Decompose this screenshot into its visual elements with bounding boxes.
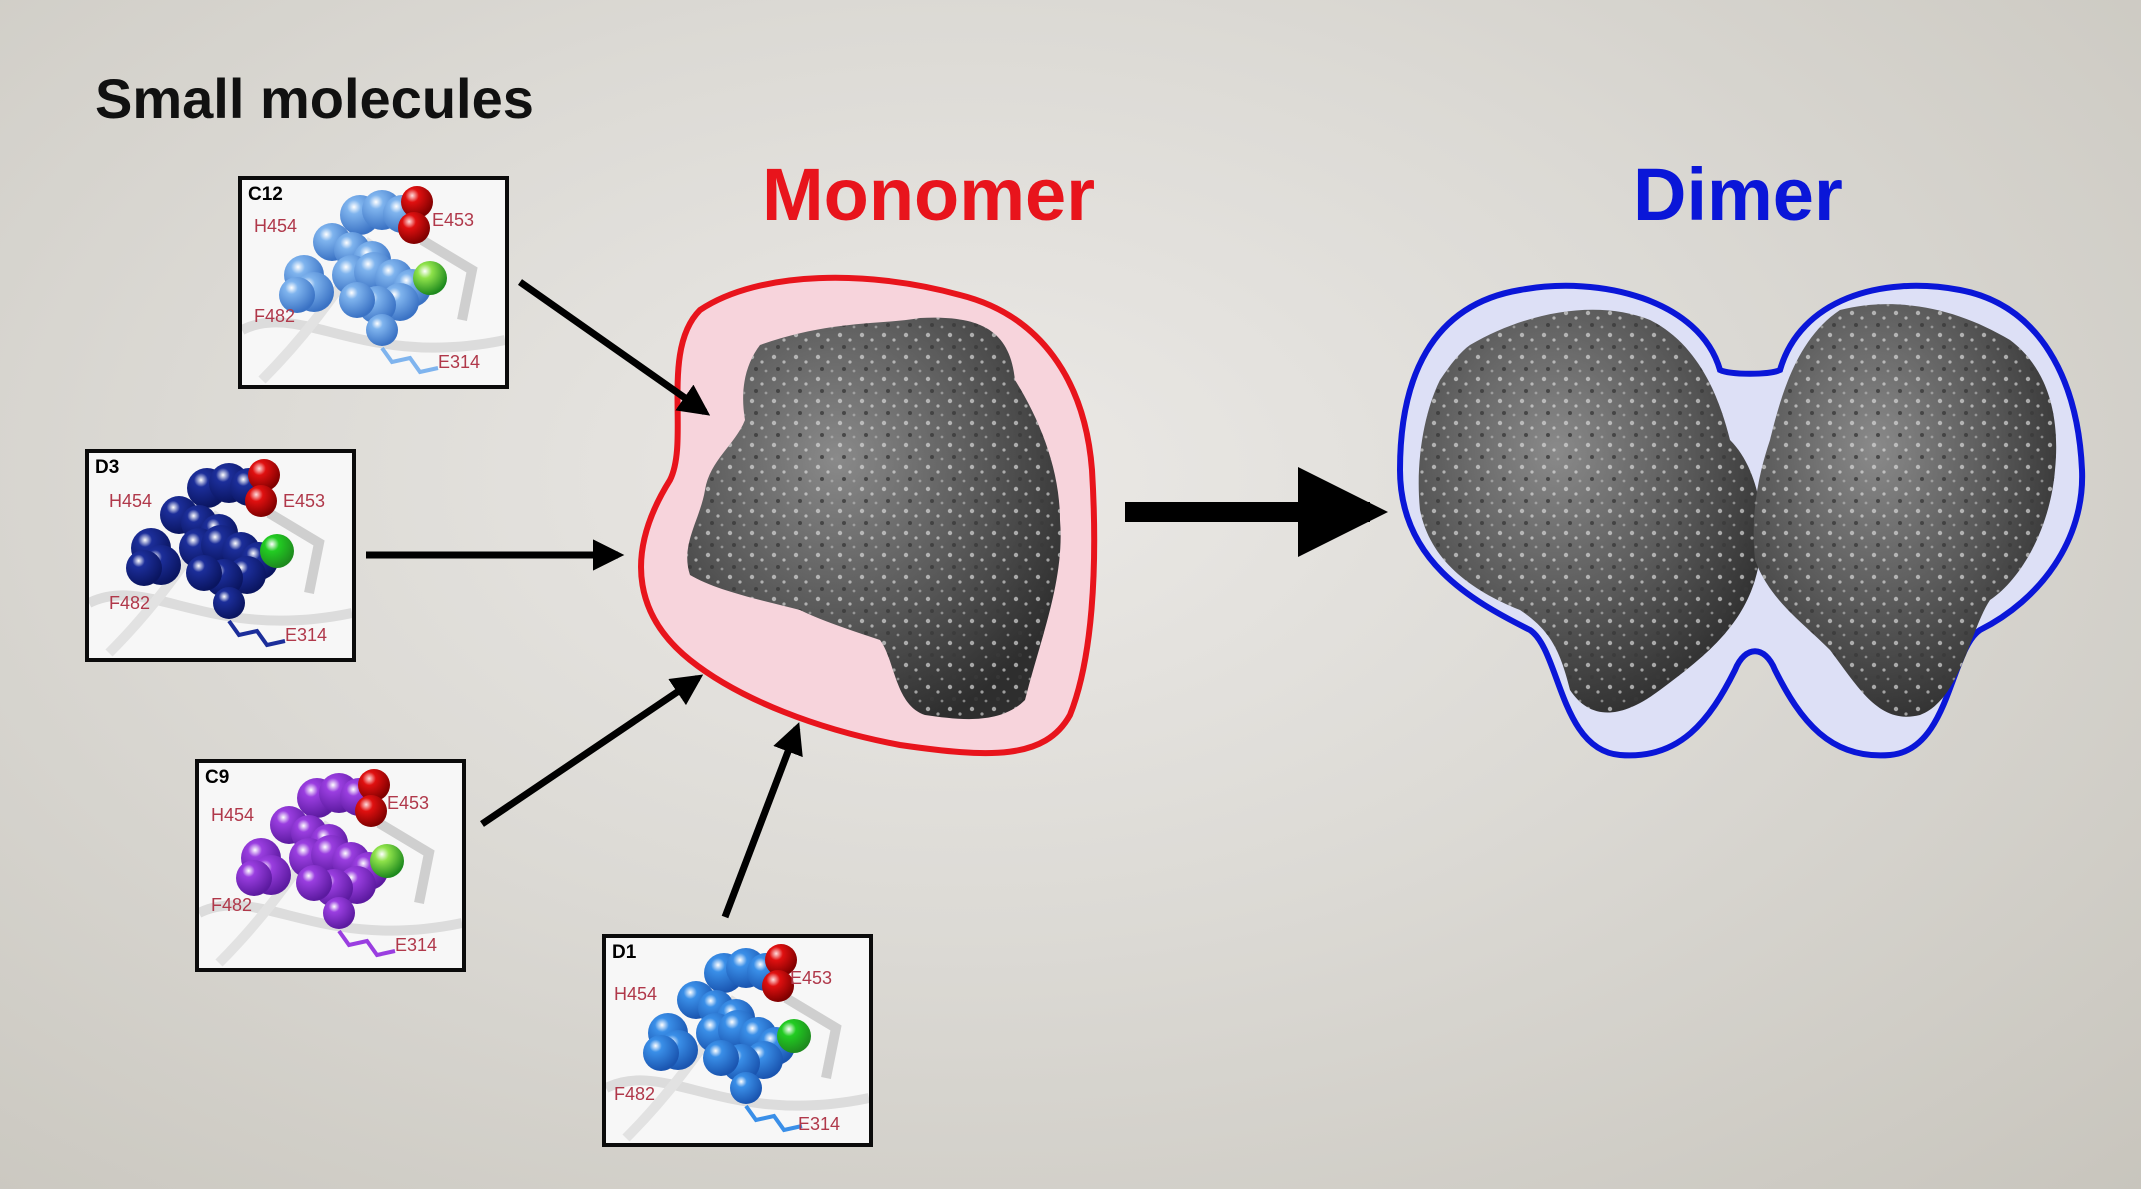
molecule-panel-c9: C9 H454 E453 F482 E314 [195,759,466,972]
molecule-label: D1 [612,942,637,963]
molecule-render [199,769,462,967]
residue-label-e314: E314 [285,625,328,645]
residue-label-f482: F482 [109,593,151,613]
residue-label-f482: F482 [211,895,253,915]
dimer-protein [1418,304,2057,717]
arrow-c12-to-monomer [517,279,711,416]
dimer-label: Dimer [1633,153,1843,236]
residue-label-e453: E453 [387,793,430,813]
residue-label-e453: E453 [432,210,475,230]
residue-label-h454: H454 [211,805,255,825]
molecule-render [89,459,352,657]
molecule-label: D3 [95,457,120,478]
residue-label-e453: E453 [283,491,326,511]
page-title: Small molecules [95,67,534,130]
residue-label-e314: E314 [395,935,438,955]
molecule-render [242,186,505,384]
residue-label-h454: H454 [109,491,153,511]
arrow-d1-to-monomer [721,722,803,919]
molecule-label: C9 [205,767,230,788]
monomer-protein [687,317,1061,720]
molecule-label: C12 [248,184,283,205]
residue-label-h454: H454 [614,984,658,1004]
molecule-panel-c12: C12 H454 E453 F482 E314 [238,176,509,389]
residue-label-e314: E314 [438,352,481,372]
residue-label-e453: E453 [790,968,833,988]
residue-label-f482: F482 [254,306,296,326]
monomer-label: Monomer [762,153,1095,236]
residue-label-e314: E314 [798,1114,841,1134]
residue-label-h454: H454 [254,216,298,236]
molecule-panel-d3: D3 H454 E453 F482 E314 [85,449,356,662]
molecule-panel-d1: D1 H454 E453 F482 E314 [602,934,873,1147]
molecule-render [606,944,869,1142]
arrow-c9-to-monomer [480,674,704,827]
residue-label-f482: F482 [614,1084,656,1104]
